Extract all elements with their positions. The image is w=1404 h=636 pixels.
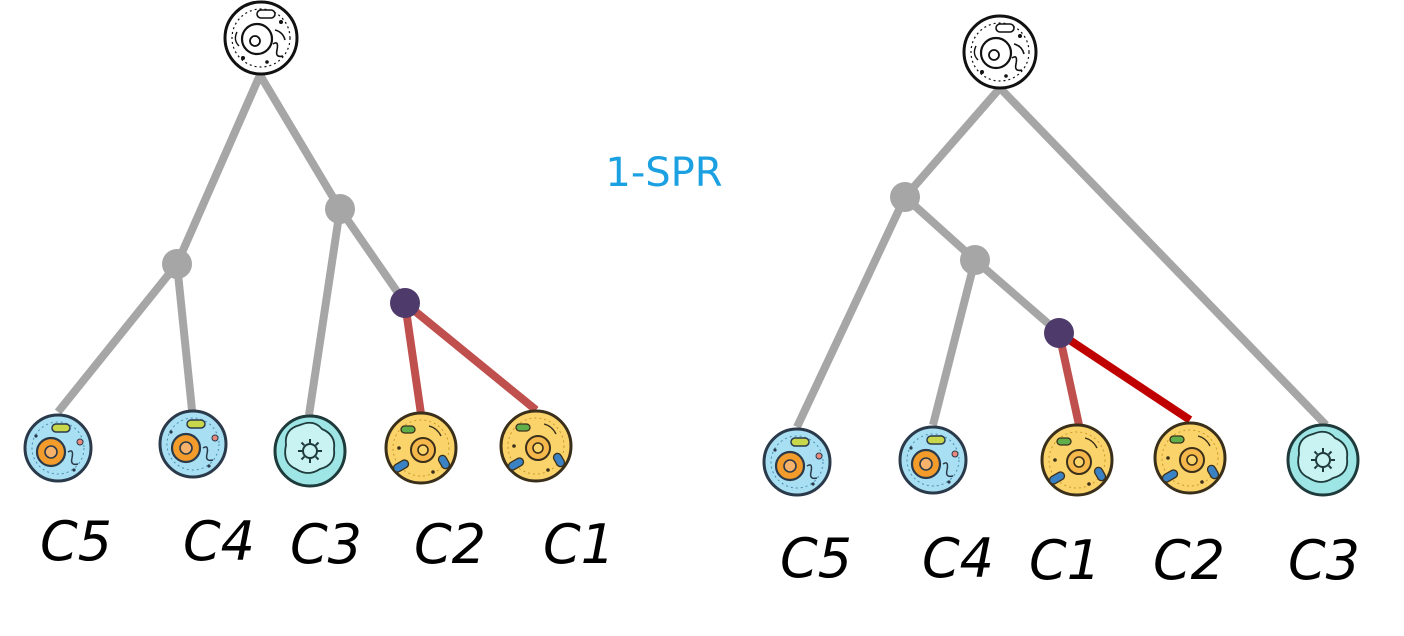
teal-cell-icon [1286, 423, 1360, 497]
leaf-label: C4 [183, 510, 255, 573]
highlighted-edge [401, 302, 425, 415]
leaf-label: C3 [290, 513, 362, 576]
edge [997, 85, 1329, 428]
edge [929, 259, 979, 426]
tree-before-edges [54, 72, 539, 416]
edge [173, 73, 264, 266]
highlighted-edge [1056, 329, 1193, 424]
edge [901, 85, 1004, 200]
tree-after: C5 C4 C1 C2 C3 [762, 14, 1360, 592]
edge [336, 206, 409, 306]
regrafted-subtree-node [1044, 318, 1074, 348]
operation-label: 1-SPR [605, 150, 722, 196]
root-stem-cell-icon [223, 0, 299, 76]
tree-after-edges [793, 85, 1329, 429]
yellow-cell-icon [499, 409, 573, 483]
yellow-cell-icon [1040, 423, 1114, 497]
blue-cell-icon [762, 427, 832, 497]
internal-node [890, 182, 920, 212]
leaf-label: C5 [780, 527, 852, 590]
pruned-subtree-node [390, 288, 420, 318]
yellow-cell-icon [384, 411, 458, 485]
leaf-label: C3 [1288, 529, 1360, 592]
edge [793, 195, 909, 429]
teal-cell-icon [273, 414, 347, 488]
edge [902, 194, 978, 263]
blue-cell-icon [898, 425, 968, 495]
edge [305, 208, 344, 416]
edge [256, 72, 344, 212]
edge [173, 263, 196, 411]
internal-node [162, 249, 192, 279]
yellow-cell-icon [1153, 421, 1227, 495]
leaf-label: C5 [40, 510, 112, 573]
edge [54, 261, 181, 415]
tree-before: C5 C4 C3 C2 C1 [23, 0, 615, 576]
highlighted-edge [1055, 332, 1083, 426]
leaf-label: C4 [922, 527, 994, 590]
internal-node [325, 194, 355, 224]
edge [972, 256, 1062, 337]
leaf-label: C2 [414, 513, 486, 576]
leaf-label: C2 [1153, 529, 1225, 592]
internal-node [960, 245, 990, 275]
leaf-label: C1 [543, 513, 615, 576]
leaf-label: C1 [1029, 529, 1101, 592]
root-stem-cell-icon [962, 14, 1038, 90]
blue-cell-icon [23, 413, 93, 483]
highlighted-edge [402, 299, 539, 414]
blue-cell-icon [158, 409, 228, 479]
